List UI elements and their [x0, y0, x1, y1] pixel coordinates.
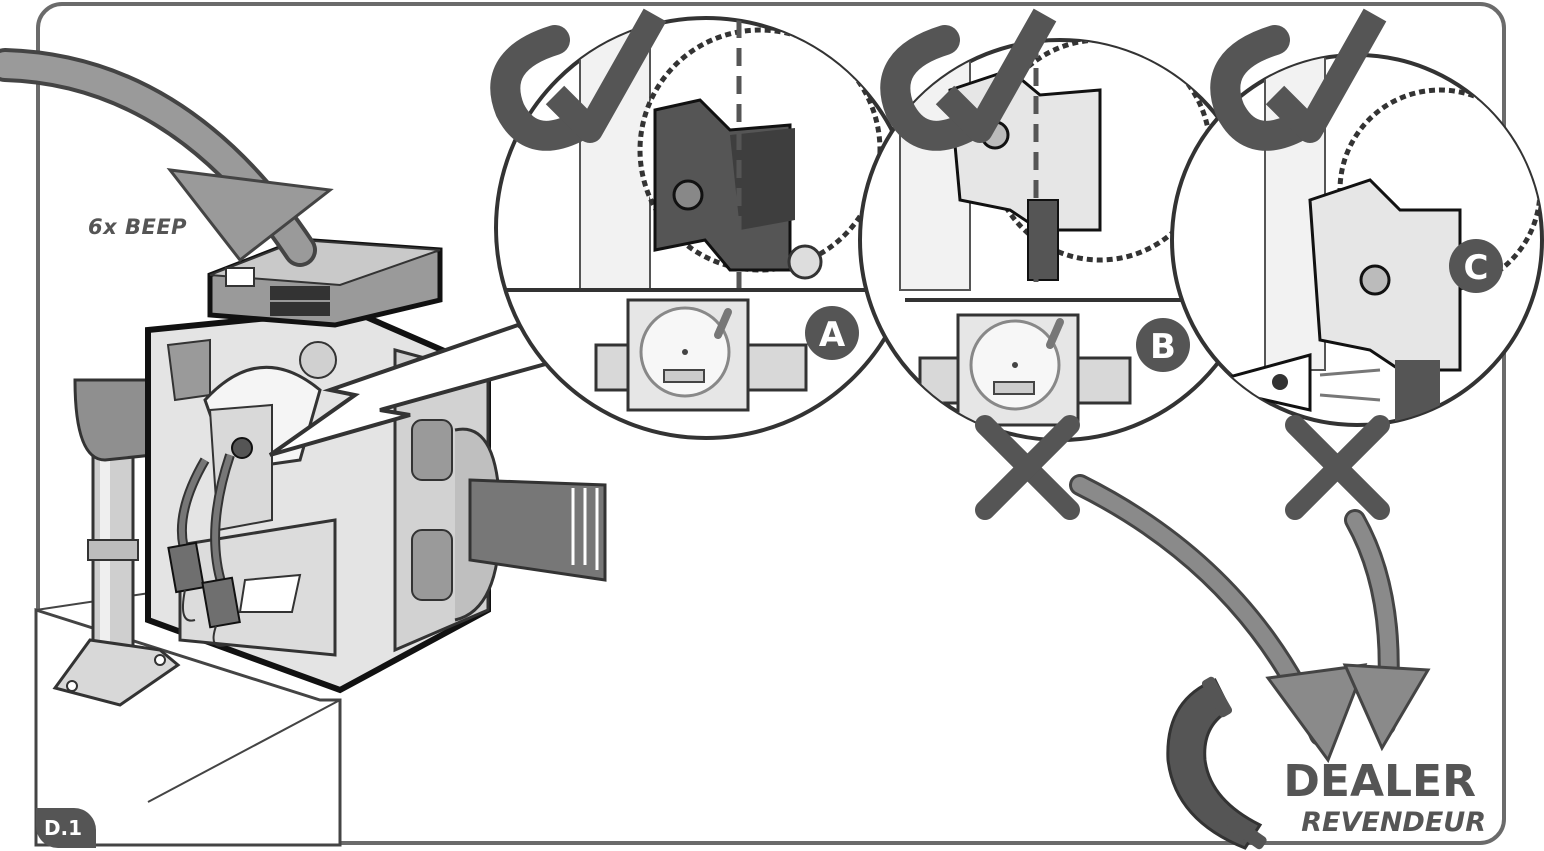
- detail-circle-a: A: [496, 18, 916, 438]
- revendeur-label: REVENDEUR: [1301, 808, 1486, 838]
- arrow-icon: [1345, 520, 1428, 748]
- beep-label: 6x BEEP: [88, 215, 187, 239]
- callout-letter-b: B: [1150, 327, 1176, 367]
- drum-and-beam: [455, 429, 605, 620]
- dealer-label: DEALER: [1283, 760, 1476, 804]
- callout-letter-c: C: [1464, 248, 1489, 288]
- phone-icon: [1168, 675, 1268, 850]
- arrow-icon: [1080, 485, 1365, 760]
- panel-label: D.1: [36, 808, 96, 848]
- callout-letter-a: A: [819, 315, 846, 355]
- cross-icon: [1295, 425, 1380, 510]
